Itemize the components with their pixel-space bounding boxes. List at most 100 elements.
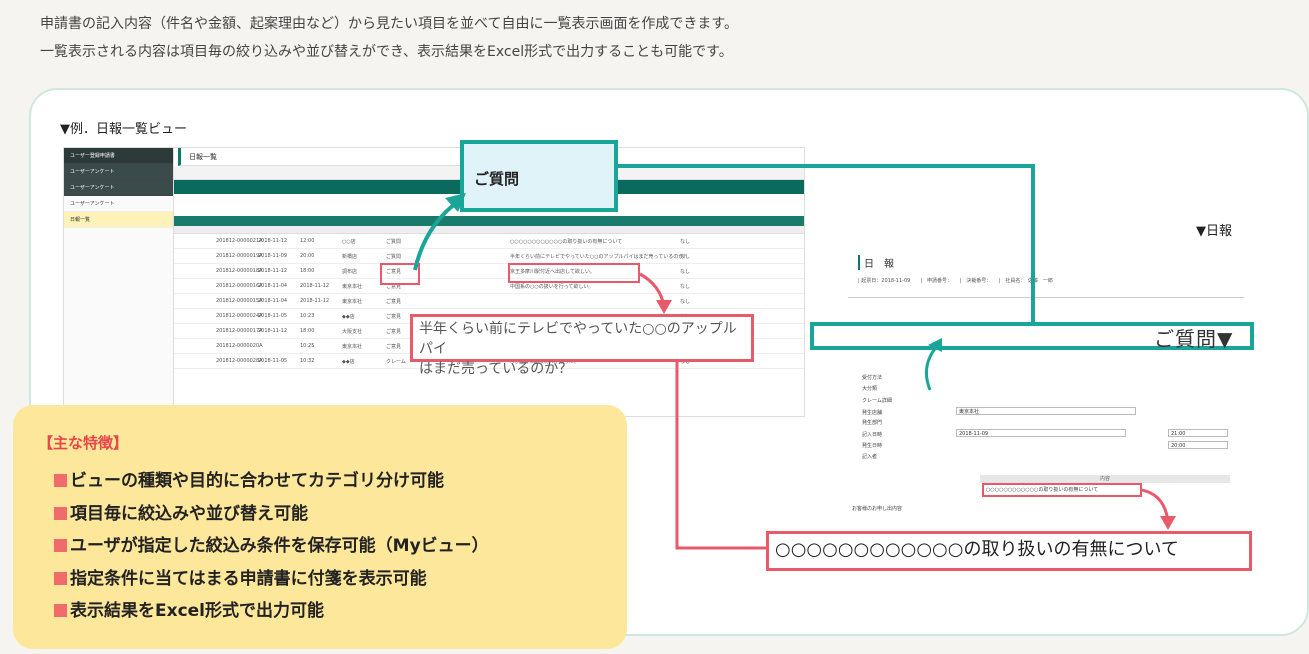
table-cell-note: 京王多摩川駅付近へ出店して欲しい。 bbox=[510, 269, 595, 275]
table-cell-dept: 東京本社 bbox=[342, 344, 363, 350]
sidebar-item[interactable]: ユーザーアンケート bbox=[64, 180, 173, 196]
sidebar-item[interactable]: ユーザーアンケート bbox=[64, 196, 173, 212]
table-cell-time: 10:23 bbox=[300, 313, 315, 319]
features-title: 【主な特徴】 bbox=[38, 434, 129, 452]
intro-text: 申請書の記入内容（件名や金額、起案理由など）から見たい項目を並べて自由に一覧表示… bbox=[40, 10, 738, 66]
bullet-square-icon bbox=[54, 506, 67, 520]
feature-text: 指定条件に当てはまる申請書に付箋を表示可能 bbox=[70, 568, 427, 589]
field-label: 発生日時 bbox=[862, 443, 883, 449]
teal-curve-arrow-2 bbox=[924, 343, 940, 391]
table-cell-dept: 大阪支社 bbox=[342, 329, 363, 335]
naiyo-header: 内容 bbox=[980, 475, 1230, 483]
features-box bbox=[13, 405, 627, 649]
table-cell-dept: ◆◆店 bbox=[342, 314, 355, 320]
field-label: 記入者 bbox=[862, 454, 878, 460]
pink-arrowhead bbox=[656, 300, 672, 314]
table-cell-type: ご質問 bbox=[386, 254, 402, 260]
daily-report-title: 日 報 bbox=[858, 255, 894, 270]
table-cell-id: 201812-0000016A bbox=[216, 283, 263, 289]
pink-arrowhead-2 bbox=[1160, 516, 1176, 530]
kinyu-date-field[interactable]: 2018-11-09 bbox=[956, 429, 1126, 437]
question-callout-box bbox=[460, 140, 618, 212]
table-cell-note: 半年くらい前にテレビでやっていた○○のアップルパイはまだ売っているのか？ bbox=[510, 254, 689, 260]
daily-report-screenshot: 日 報 | 起票日：2018-11-09 | 申請番号： | 決裁番号： | 社… bbox=[848, 247, 1244, 573]
teal-connector-line bbox=[618, 164, 1035, 322]
table-cell-id: 201812-0000015A bbox=[216, 298, 263, 304]
feature-item: 表示結果をExcel形式で出力可能 bbox=[54, 598, 489, 631]
table-cell-type: ご意見 bbox=[386, 344, 402, 350]
feature-text: ビューの種類や目的に合わせてカテゴリ分け可能 bbox=[70, 471, 444, 491]
table-cell-id: 201812-0000020A bbox=[216, 343, 263, 349]
list-view-sidebar: ユーザー登録申請書 ユーザーアンケート ユーザーアンケート ユーザーアンケート … bbox=[64, 148, 174, 416]
tenpo-value: 東京本社 bbox=[959, 409, 980, 415]
table-cell-type: ご意見 bbox=[386, 299, 402, 305]
teal-arrowhead-2 bbox=[928, 338, 942, 352]
feature-item: 項目毎に絞込みや並び替え可能 bbox=[54, 501, 489, 534]
table-cell-note: ○○の賞味期限切れがあった。 bbox=[510, 359, 579, 365]
field-label: 受付方法 bbox=[862, 375, 883, 381]
table-cell-time: 20:00 bbox=[300, 253, 315, 259]
field-label: 大分類 bbox=[862, 386, 878, 392]
kinyu-time-value: 21:00 bbox=[1171, 431, 1186, 437]
table-cell-time: 2018-11-12 bbox=[300, 283, 330, 289]
field-label: クレーム詳細 bbox=[862, 398, 892, 404]
kinyu-time-field[interactable]: 21:00 bbox=[1168, 429, 1228, 437]
sidebar-item[interactable]: ユーザーアンケート bbox=[64, 164, 173, 180]
teal-arrowhead bbox=[445, 193, 466, 212]
table-cell-date: 2018-11-04 bbox=[258, 298, 288, 304]
pink-connector-line bbox=[675, 362, 766, 550]
okyaku-label: お客様のお申し出内容 bbox=[852, 506, 903, 512]
bullet-square-icon bbox=[54, 571, 67, 585]
table-cell-time: 10:32 bbox=[300, 358, 315, 364]
table-cell-type: ご質問 bbox=[386, 239, 402, 245]
table-cell-date: 2018-11-05 bbox=[258, 358, 288, 364]
intro-line-2: 一覧表示される内容は項目毎の絞り込みや並び替えができ、表示結果をExcel形式で… bbox=[40, 44, 733, 60]
table-cell-dept: 東京本社 bbox=[342, 284, 363, 290]
table-cell-date: 2018-11-12 bbox=[258, 238, 288, 244]
highlight-type-cell bbox=[380, 263, 420, 285]
highlight-naiyo-text bbox=[982, 483, 1142, 497]
table-cell-type: ご意見 bbox=[386, 269, 402, 275]
table-cell-note: ○○○○○○○○○○○○の取り扱いの有無について bbox=[510, 239, 623, 245]
sidebar-item[interactable]: ユーザー登録申請書 bbox=[64, 148, 173, 164]
teal-curve-arrow bbox=[413, 198, 462, 271]
daily-report-label: ▼日報 bbox=[1196, 224, 1232, 239]
table-cell-dept: 新橋店 bbox=[342, 254, 358, 260]
table-cell-date: 2018-11-12 bbox=[258, 268, 288, 274]
table-cell-id: 201812-0000018A bbox=[216, 268, 263, 274]
table-cell-time: 18:00 bbox=[300, 268, 315, 274]
sidebar-item-active[interactable]: 日報一覧 bbox=[64, 212, 173, 228]
kinyu-date-value: 2018-11-09 bbox=[959, 431, 989, 437]
table-cell-dept: 東京本社 bbox=[342, 299, 363, 305]
table-cell-id: 201812-0000017A bbox=[216, 328, 263, 334]
table-cell-flag: なし bbox=[680, 269, 691, 275]
apple-pie-callout-line-2: はまだ売っているのか？ bbox=[419, 361, 573, 377]
table-cell-flag: なし bbox=[680, 239, 691, 245]
table-cell-type: ご意見 bbox=[386, 314, 402, 320]
category-callout-text: ご質問▼ bbox=[1154, 327, 1234, 351]
table-cell-dept: ○○店 bbox=[342, 239, 356, 245]
table-cell-date: 2018-11-04 bbox=[258, 283, 288, 289]
table-cell-time: 18:00 bbox=[300, 328, 315, 334]
table-cell-id: 201812-0000028A bbox=[216, 358, 263, 364]
bullet-square-icon bbox=[54, 474, 67, 487]
hassei-time-value: 20:00 bbox=[1171, 443, 1186, 449]
question-callout-text: ご質問 bbox=[474, 170, 520, 188]
table-cell-dept: 調布店 bbox=[342, 269, 358, 275]
table-cell-date: 2018-11-09 bbox=[258, 253, 288, 259]
bullet-square-icon bbox=[54, 604, 67, 617]
table-cell-id: 201812-0000019A bbox=[216, 253, 263, 259]
hassei-time-field[interactable]: 20:00 bbox=[1168, 441, 1228, 449]
table-cell-id: 201812-0000021A bbox=[216, 238, 263, 244]
tenpo-field[interactable]: 東京本社 bbox=[956, 407, 1136, 415]
naiyo-callout: ○○○○○○○○○○○○の取り扱いの有無について bbox=[766, 531, 1252, 571]
table-cell-flag: なし bbox=[680, 359, 691, 365]
feature-text: ユーザが指定した絞込み条件を保存可能（Myビュー） bbox=[70, 536, 489, 556]
